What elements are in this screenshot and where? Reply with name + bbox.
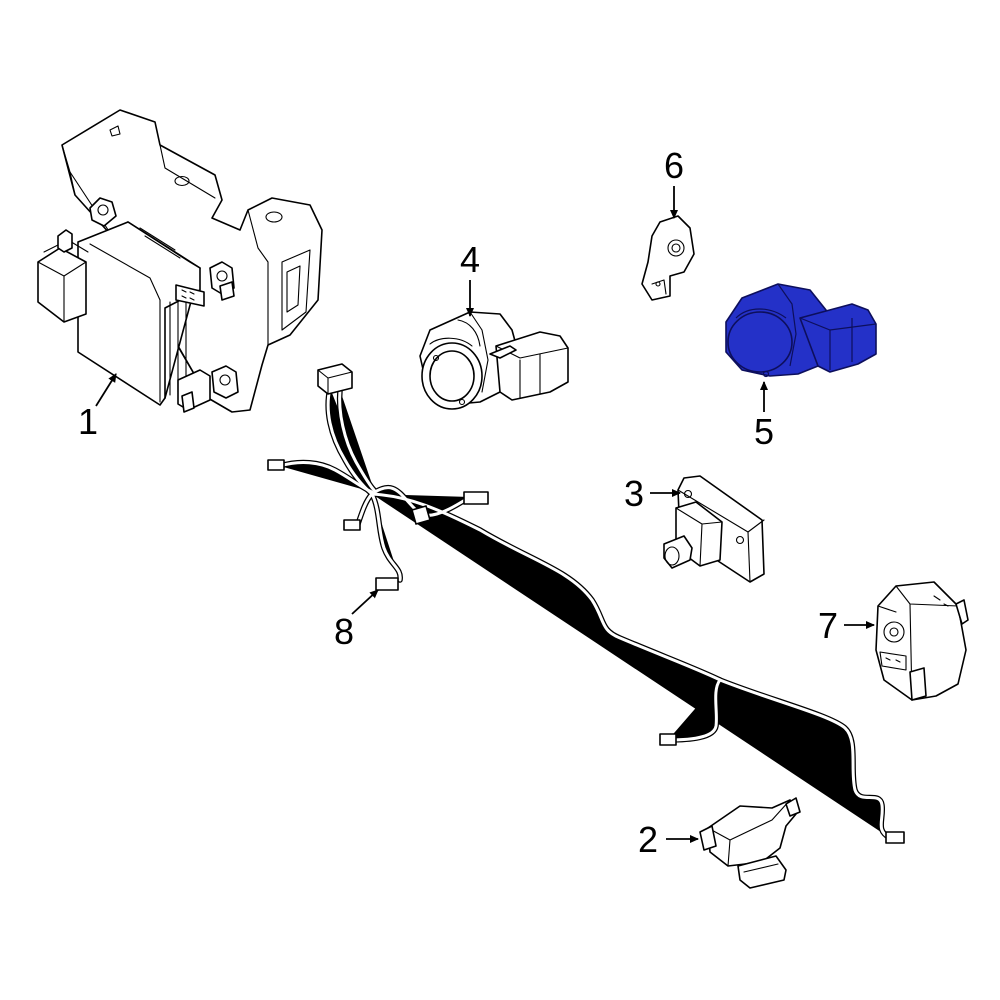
callout-2: 2 (638, 819, 658, 860)
part-4-parking-sensor[interactable] (419, 311, 569, 410)
callout-4: 4 (460, 239, 480, 280)
callout-7: 7 (818, 605, 838, 646)
part-2-connector[interactable] (699, 797, 801, 889)
highlight-connector (799, 303, 877, 373)
highlight-face (727, 311, 793, 373)
leader-1 (95, 373, 117, 407)
part-6-sensor-bracket[interactable] (641, 215, 695, 301)
part-1-control-module[interactable] (37, 109, 323, 413)
callout-5: 5 (754, 411, 774, 452)
part-5-parking-sensor-highlighted[interactable] (725, 283, 877, 378)
part-7-actuator[interactable] (875, 581, 969, 701)
leader-8 (351, 589, 379, 615)
callout-1: 1 (78, 401, 98, 442)
callout-3: 3 (624, 473, 644, 514)
callout-6: 6 (664, 145, 684, 186)
callout-8: 8 (334, 611, 354, 652)
part-3-plate-sensor[interactable] (663, 475, 765, 583)
part-8-wiring-harness[interactable] (267, 363, 905, 844)
